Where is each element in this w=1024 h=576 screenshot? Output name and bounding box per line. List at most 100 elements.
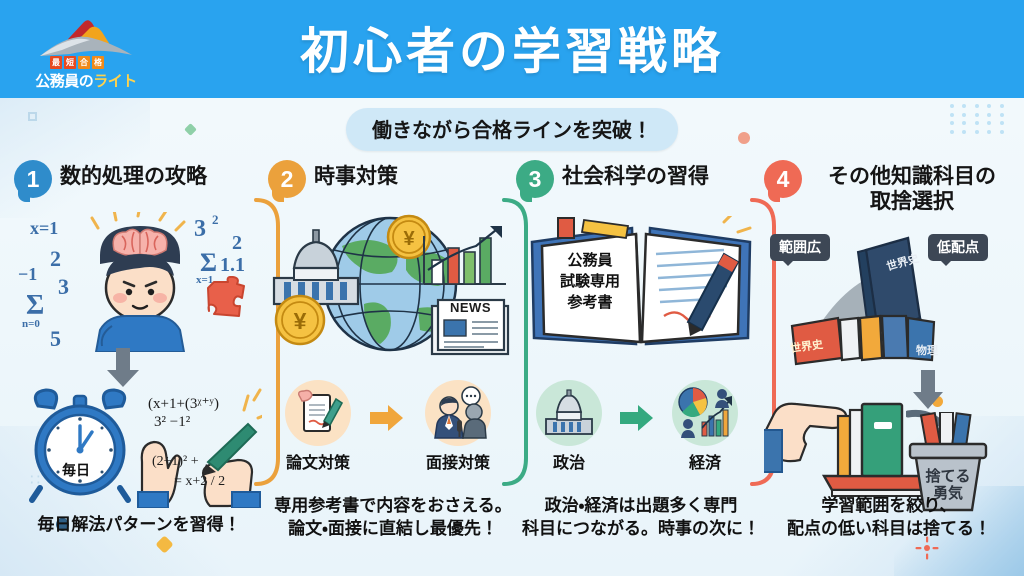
yen-coin-icon-top: ¥	[386, 214, 432, 260]
column-2-caption: 専用参考書で内容をおさえる。 論文・面接に直結し最優先！	[268, 495, 518, 540]
writing-hand-icon	[137, 388, 262, 508]
newspaper-label: NEWS	[450, 300, 491, 315]
column-1-art: x=1 2 −1 3 Σ n=0 5 3 2 2 Σ x=1 1.1	[14, 212, 264, 512]
math-symbol-11: 1.1	[220, 254, 245, 276]
column-1: 1 数的処理の攻略 x=1 2 −1 3 Σ n=0 5 3 2 2 Σ x=1…	[14, 160, 264, 540]
logo-badge-0: 最	[50, 56, 62, 69]
math-symbol-neg1: −1	[18, 264, 38, 284]
math-symbol-x1: x=1	[30, 218, 59, 238]
yen-coin-icon-bottom: ¥	[274, 294, 326, 346]
column-4-caption: 学習範囲を絞り、 配点の低い科目は捨てる！	[764, 495, 1014, 540]
column-3-caption: 政治・経済は出題多く専門 科目につながる。時事の次に！	[516, 495, 766, 540]
column-4-number-badge: 4	[764, 160, 802, 202]
column-4-heading-line-2: 取捨選択	[870, 189, 954, 213]
page-title: 初心者の学習戦略	[299, 25, 724, 79]
open-textbook-icon	[530, 216, 752, 346]
tag-low-score: 低配点	[928, 234, 988, 266]
column-2-header: 2 時事対策	[268, 160, 518, 212]
pen-icon	[686, 252, 740, 336]
column-1-header: 1 数的処理の攻略	[14, 160, 264, 212]
column-4-caption-line-1: 学習範囲を絞り、	[821, 496, 957, 516]
column-2-caption-line-1: 専用参考書で内容をおさえる。	[274, 496, 512, 516]
column-3-art: 公務員 試験専用 参考書	[516, 212, 766, 512]
logo-mark-icon	[26, 14, 144, 58]
formula-line-1: (x+1+(3ᵡ⁺ʸ)	[148, 396, 220, 412]
interview-icon	[425, 380, 491, 446]
textbook-title-line-3: 参考書	[567, 294, 613, 311]
subtitle-pill: 働きながら合格ラインを突破！	[346, 108, 678, 151]
sub-icon-interview-label: 面接対策	[425, 455, 490, 472]
formula-line-4: = x+2 / 2	[174, 474, 226, 489]
column-3-header: 3 社会科学の習得	[516, 160, 766, 212]
sub-icon-essay-label: 論文対策	[285, 455, 350, 472]
column-1-number-badge: 1	[14, 160, 52, 202]
column-2-number-badge: 2	[268, 160, 306, 202]
column-1-heading: 数的処理の攻略	[60, 165, 207, 188]
math-sigma-left-icon: Σ	[26, 290, 45, 321]
newspaper-icon	[430, 298, 510, 356]
column-2: 2 時事対策	[268, 160, 518, 540]
orange-arrow-icon	[370, 405, 403, 431]
math-symbol-5: 5	[50, 326, 61, 351]
formula-line-3: (2÷1)² +	[152, 454, 199, 469]
column-3-caption-line-1: 政治・経済は出題多く専門	[544, 496, 738, 516]
growth-chart-icon	[423, 226, 506, 285]
trash-bin-label-line-1: 捨てる	[925, 468, 971, 485]
math-symbol-x1b: x=1	[196, 274, 214, 286]
column-3: 3 社会科学の習得	[516, 160, 766, 540]
math-symbol-2: 2	[50, 246, 61, 271]
sub-icon-politics-label: 政治	[552, 455, 585, 472]
sub-icon-economy: 経済	[660, 380, 750, 473]
alarm-clock-icon	[29, 388, 131, 503]
column-4-heading: その他知識科目の 取捨選択	[810, 160, 1014, 215]
column-4-header: 4 その他知識科目の 取捨選択	[764, 160, 1014, 215]
page-header: 最 短 合 格 公務員のライト 初心者の学習戦略	[0, 0, 1024, 98]
math-sigma-right-icon: Σ	[200, 248, 217, 277]
logo-badge-1: 短	[64, 56, 76, 69]
logo-brand-pre: 公務員の	[35, 73, 94, 90]
formula-line-2: 3² −1²	[154, 414, 191, 430]
puzzle-piece-icon	[207, 276, 245, 317]
column-4-art: 世界史 世界史 物理 範囲広 低配点	[764, 212, 1014, 512]
column-3-heading: 社会科学の習得	[562, 165, 709, 188]
book-pile-icon	[790, 236, 936, 366]
standing-books-icon	[821, 402, 931, 497]
brain-boy-icon	[90, 212, 186, 352]
sub-icon-essay: 論文対策	[274, 380, 362, 473]
logo-badges: 最 短 合 格	[50, 56, 104, 69]
logo-badge-2: 合	[78, 56, 90, 69]
column-2-caption-line-2: 論文・面接に直結し最優先！	[288, 518, 498, 538]
trash-bin-label-line-2: 勇気	[932, 485, 963, 503]
svg-text:¥: ¥	[403, 228, 415, 250]
column-4-caption-line-2: 配点の低い科目は捨てる！	[787, 518, 991, 538]
trash-bin-label: 捨てる 勇気	[920, 468, 976, 503]
column-3-number-badge: 3	[516, 160, 554, 202]
math-symbol-3: 3	[58, 274, 69, 299]
textbook-title-line-1: 公務員	[567, 252, 613, 269]
deco-dot-grid	[950, 104, 1008, 134]
deco-square-outline	[28, 112, 37, 121]
math-exponent-2: 2	[212, 212, 219, 227]
logo-brand-highlight: ライト	[93, 73, 137, 90]
logo-brand-text: 公務員のライト	[30, 70, 142, 91]
textbook-title: 公務員 試験専用 参考書	[546, 250, 634, 313]
book-spine-label-2: 物理	[916, 345, 938, 357]
column-1-caption: 毎日解法パターンを習得！	[37, 514, 241, 534]
deco-dot-salmon	[738, 132, 750, 144]
clock-daily-label: 毎日	[62, 462, 90, 478]
column-3-caption-line-2: 科目につながる。時事の次に！	[522, 518, 760, 538]
down-arrow-icon-col4	[913, 370, 943, 409]
down-arrow-icon	[107, 348, 139, 387]
column-2-art: ¥ ¥	[268, 212, 518, 512]
svg-text:¥: ¥	[294, 308, 307, 334]
green-arrow-icon	[620, 405, 653, 431]
deco-diamond-green	[184, 123, 197, 136]
math-symbol-3b: 3	[194, 216, 206, 242]
brand-logo: 最 短 合 格 公務員のライト	[26, 14, 146, 92]
trash-bin-icon	[908, 412, 988, 512]
sub-icon-economy-label: 経済	[688, 455, 721, 472]
sub-icon-politics: 政治	[526, 380, 612, 473]
column-4: 4 その他知識科目の 取捨選択	[764, 160, 1014, 540]
tag-wide-range: 範囲広	[770, 234, 830, 266]
